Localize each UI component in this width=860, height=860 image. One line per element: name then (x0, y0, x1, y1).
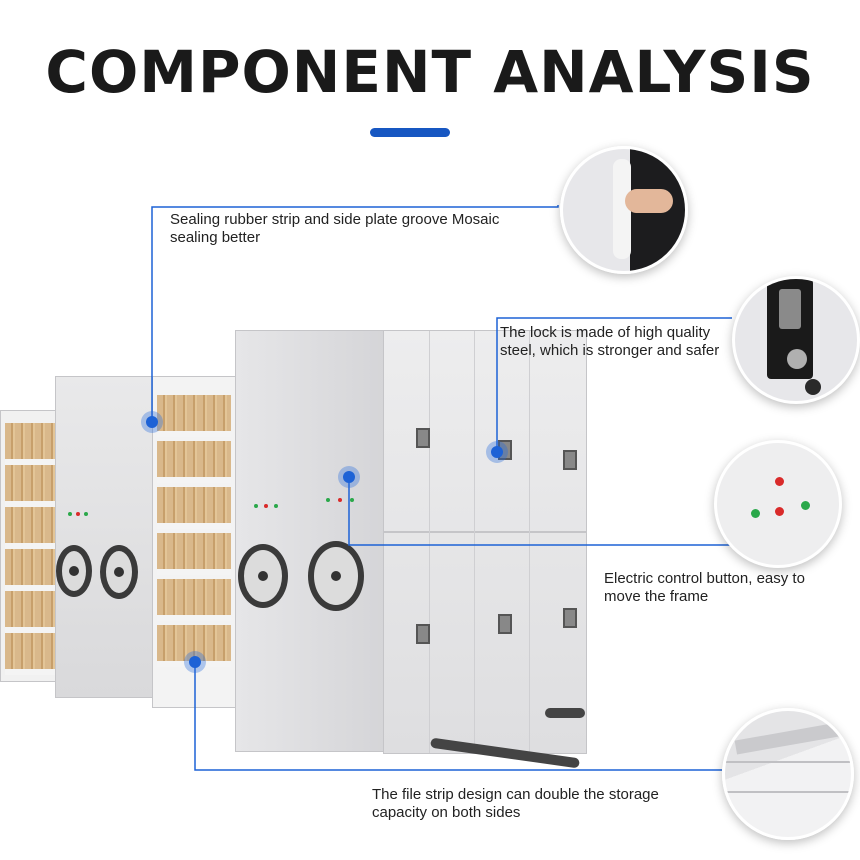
seal-detail-photo (560, 146, 688, 274)
callout-seal: Sealing rubber strip and side plate groo… (170, 211, 500, 246)
handwheel (56, 545, 92, 597)
callout-button: Electric control button, easy to move th… (604, 570, 805, 605)
page-title: COMPONENT ANALYSIS (45, 38, 815, 106)
left-shelf-unit (0, 410, 60, 682)
front-cabinet-face (383, 330, 587, 754)
middle-shelf-unit (152, 376, 236, 708)
title-underline (370, 128, 450, 137)
rail-detail-photo (722, 708, 854, 840)
middle-cabinet (55, 376, 157, 698)
callout-file: The file strip design can double the sto… (372, 786, 659, 821)
lock-detail-photo (732, 276, 860, 404)
handwheel (308, 541, 364, 611)
hotspot-button[interactable] (338, 466, 360, 488)
handwheel (100, 545, 138, 599)
button-detail-photo (714, 440, 842, 568)
hotspot-lock[interactable] (486, 441, 508, 463)
floor-rail (545, 708, 585, 718)
hotspot-seal[interactable] (141, 411, 163, 433)
hotspot-file[interactable] (184, 651, 206, 673)
callout-lock: The lock is made of high quality steel, … (500, 324, 720, 359)
handwheel (238, 544, 288, 608)
front-cabinet-side (235, 330, 385, 752)
